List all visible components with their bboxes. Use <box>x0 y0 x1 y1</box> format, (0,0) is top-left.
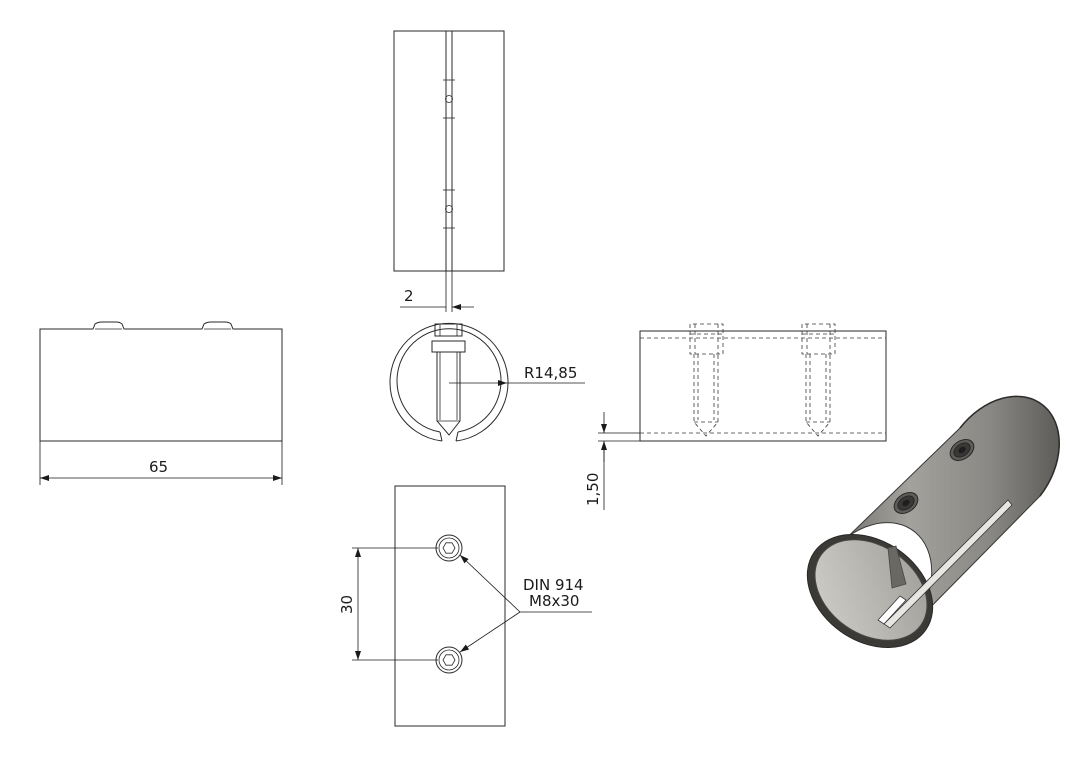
side-view-screw-right <box>801 323 836 437</box>
side-view-screw-left <box>689 323 724 437</box>
slot-width-dimension: 2 <box>400 271 474 312</box>
screw-callout: DIN 914 M8x30 <box>459 554 592 653</box>
bottom-view-screw-upper <box>435 534 463 562</box>
radius-label: R14,85 <box>524 364 577 382</box>
radius-dimension: R14,85 <box>449 364 585 386</box>
isometric-render <box>806 395 1060 649</box>
length-label: 65 <box>149 458 168 476</box>
end-view-screw <box>431 323 466 436</box>
iso-screw-lower <box>893 492 919 514</box>
bottom-view-screw-lower <box>435 646 463 674</box>
front-view: 65 <box>39 321 283 485</box>
callout-line-2: M8x30 <box>529 592 579 610</box>
length-dimension: 65 <box>39 441 283 485</box>
top-view-screw-upper <box>443 79 455 119</box>
top-view-screw-lower <box>443 189 455 229</box>
spacing-label: 30 <box>338 595 356 614</box>
callout-line-1: DIN 914 <box>523 576 584 594</box>
bottom-view: 30 DIN 914 M8x30 <box>338 485 592 727</box>
top-view: 2 <box>393 30 505 312</box>
end-view: R14,85 <box>389 322 585 442</box>
wall-label: 1,50 <box>584 473 602 506</box>
side-view: 1,50 <box>584 323 887 510</box>
spacing-dimension: 30 <box>338 547 438 661</box>
iso-screw-upper <box>949 439 975 461</box>
slot-width-label: 2 <box>404 287 414 305</box>
wall-dimension: 1,50 <box>584 412 640 510</box>
